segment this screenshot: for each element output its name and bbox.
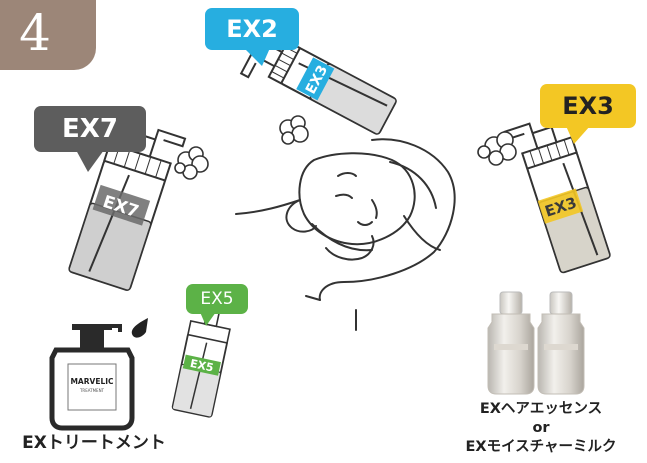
ex2-foam-puff — [279, 115, 309, 145]
ex7-label-bubble: EX7 — [34, 106, 146, 152]
pouch-sub: TREATMENT — [79, 388, 105, 393]
essence-caption-line1: EXヘアエッセンス — [479, 401, 603, 417]
treatment-caption: EXトリートメント — [22, 433, 166, 453]
ex3-foam-bottle: EX3 — [503, 122, 611, 274]
ex5-label-bubble: EX5 — [186, 284, 248, 314]
step-number: 4 — [19, 4, 51, 62]
essence-bottle — [487, 291, 535, 395]
ex5-label: EX5 — [200, 289, 234, 309]
ex7-foam-puff — [174, 146, 209, 180]
milk-bottle — [537, 291, 585, 395]
ex2-label-bubble: EX2 — [205, 8, 299, 50]
ex7-label: EX7 — [62, 114, 118, 144]
ex5-bottle: EX5 — [171, 300, 231, 418]
essence-caption-or: or — [532, 420, 550, 436]
essence-caption-line3: EXモイスチャーミルク — [465, 439, 617, 455]
treatment-pouch: MARVELIC TREATMENT — [49, 324, 135, 431]
ex3-label-bubble: EX3 — [540, 84, 636, 128]
ex3-label: EX3 — [562, 92, 614, 120]
ex7-foam-bottle: EX7 — [68, 128, 187, 291]
pouch-brand: MARVELIC — [70, 377, 114, 386]
ex3-foam-puff — [477, 131, 517, 166]
essence-caption: EXヘアエッセンス or EXモイスチャーミルク — [448, 400, 634, 457]
ex5-bottle-label: EX5 — [189, 357, 215, 375]
ex5-drip — [131, 318, 148, 338]
ex2-label: EX2 — [226, 15, 278, 43]
step-badge: 4 — [0, 0, 96, 70]
lying-person — [235, 138, 456, 331]
